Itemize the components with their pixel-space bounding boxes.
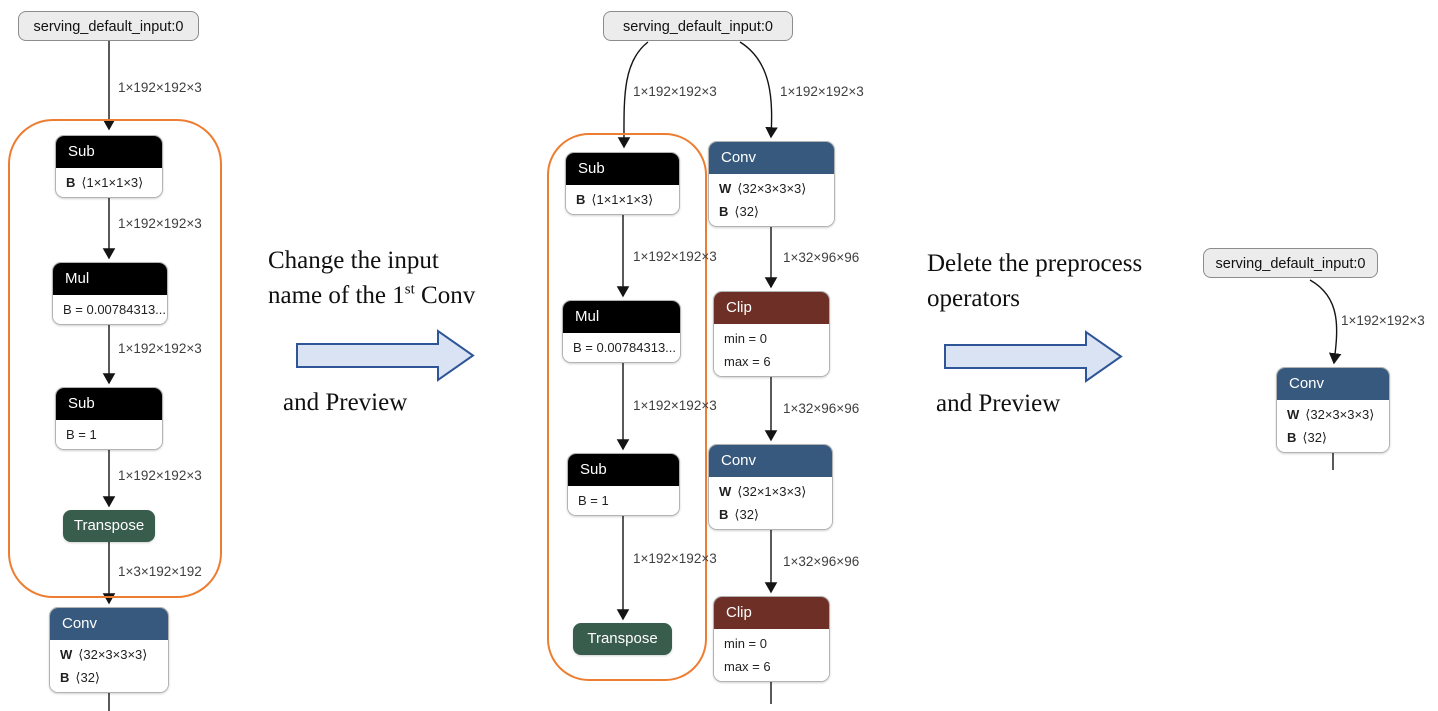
tensor-shape-label: 1×192×192×3 — [633, 84, 717, 99]
tensor-shape-label: 1×192×192×3 — [1341, 313, 1425, 328]
tensor-shape-label: 1×192×192×3 — [118, 216, 202, 231]
node-title: Sub — [56, 136, 162, 168]
node-attr: B⟨32⟩ — [1287, 430, 1327, 445]
tensor-shape-label: 1×32×96×96 — [783, 401, 860, 416]
tensor-shape-label: 1×32×96×96 — [783, 554, 860, 569]
node-attr: max = 6 — [724, 354, 771, 369]
node-title: Sub — [568, 454, 679, 486]
node-title: Mul — [53, 263, 167, 295]
edge-line — [739, 41, 778, 139]
node-attr: min = 0 — [724, 636, 767, 651]
node-clip: Clip min = 0 max = 6 — [713, 291, 830, 377]
tensor-shape-label: 1×192×192×3 — [633, 551, 717, 566]
node-title: Clip — [714, 292, 829, 324]
tensor-shape-label: 1×192×192×3 — [118, 341, 202, 356]
step-arrow-2 — [944, 330, 1123, 383]
node-title: Mul — [563, 301, 680, 333]
node-mul: Mul B = 0.00784313... — [52, 262, 168, 325]
tensor-shape-label: 1×192×192×3 — [633, 249, 717, 264]
node-clip: Clip min = 0 max = 6 — [713, 596, 830, 682]
tensor-shape-label: 1×192×192×3 — [118, 468, 202, 483]
node-mul: Mul B = 0.00784313... — [562, 300, 681, 363]
node-title: Conv — [1277, 368, 1389, 400]
input-node: serving_default_input:0 — [18, 11, 199, 41]
node-attr: max = 6 — [724, 659, 771, 674]
node-sub: Sub B = 1 — [567, 453, 680, 516]
node-sub: Sub B = 1 — [55, 387, 163, 450]
node-conv: Conv W⟨32×1×3×3⟩ B⟨32⟩ — [708, 444, 833, 530]
node-attr: B = 1 — [578, 493, 609, 508]
tensor-shape-label: 1×32×96×96 — [783, 250, 860, 265]
edge-line — [1309, 279, 1342, 365]
tensor-shape-label: 1×3×192×192 — [118, 564, 202, 579]
node-title: Conv — [709, 445, 832, 477]
node-attr: B = 0.00784313... — [63, 302, 167, 317]
edge-line — [617, 41, 649, 149]
node-transpose: Transpose — [63, 510, 155, 542]
node-attr: W⟨32×3×3×3⟩ — [719, 181, 807, 196]
node-transpose: Transpose — [573, 623, 672, 655]
node-title: Clip — [714, 597, 829, 629]
annotation-step2-line2: operators — [927, 285, 1021, 312]
node-conv: Conv W⟨32×3×3×3⟩ B⟨32⟩ — [49, 607, 169, 693]
node-conv: Conv W⟨32×3×3×3⟩ B⟨32⟩ — [708, 141, 835, 227]
highlight-box-preprocess-left — [8, 119, 222, 598]
annotation-step1-line3: and Preview — [283, 389, 408, 416]
node-title: Conv — [709, 142, 834, 174]
node-sub: Sub B⟨1×1×1×3⟩ — [565, 152, 680, 215]
node-attr: min = 0 — [724, 331, 767, 346]
node-title: Conv — [50, 608, 168, 640]
node-title: Sub — [566, 153, 679, 185]
node-attr: B⟨1×1×1×3⟩ — [576, 192, 654, 207]
step-arrow-1 — [296, 329, 475, 382]
annotation-step2-line3: and Preview — [936, 390, 1061, 417]
tensor-shape-label: 1×192×192×3 — [780, 84, 864, 99]
annotation-step1-line2: name of the 1st Conv — [268, 281, 476, 309]
node-attr: B = 0.00784313... — [573, 340, 677, 355]
node-conv: Conv W⟨32×3×3×3⟩ B⟨32⟩ — [1276, 367, 1390, 453]
node-attr: B⟨32⟩ — [60, 670, 100, 685]
tensor-shape-label: 1×192×192×3 — [633, 398, 717, 413]
node-title: Sub — [56, 388, 162, 420]
node-attr: B = 1 — [66, 427, 97, 442]
input-node: serving_default_input:0 — [603, 11, 793, 41]
annotation-step2-line1: Delete the preprocess — [927, 250, 1143, 277]
node-attr: B⟨32⟩ — [719, 507, 759, 522]
node-attr: W⟨32×3×3×3⟩ — [1287, 407, 1375, 422]
node-attr: W⟨32×3×3×3⟩ — [60, 647, 148, 662]
node-attr: B⟨1×1×1×3⟩ — [66, 175, 144, 190]
node-attr: B⟨32⟩ — [719, 204, 759, 219]
highlight-box-preprocess-middle — [547, 133, 707, 681]
node-sub: Sub B⟨1×1×1×3⟩ — [55, 135, 163, 198]
node-attr: W⟨32×1×3×3⟩ — [719, 484, 807, 499]
input-node: serving_default_input:0 — [1203, 248, 1378, 278]
tensor-shape-label: 1×192×192×3 — [118, 80, 202, 95]
annotation-step1-line1: Change the input — [268, 247, 439, 274]
